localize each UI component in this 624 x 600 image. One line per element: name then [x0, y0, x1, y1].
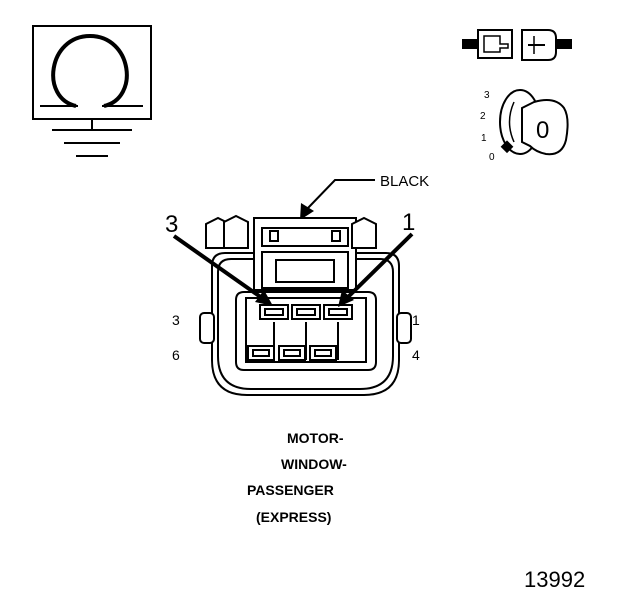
connector-caption: MOTOR- WINDOW- PASSENGER (EXPRESS)	[247, 430, 347, 525]
terminal-4	[309, 345, 337, 361]
terminal-2	[291, 304, 321, 320]
callout-arrow-1	[338, 232, 414, 307]
color-callout: BLACK	[300, 173, 429, 220]
terminal-3	[259, 304, 289, 320]
figure-number: 13992	[524, 567, 585, 592]
disconnected-connector-icon	[462, 29, 572, 61]
terminal-1	[323, 304, 353, 320]
caption-line-1: MOTOR-	[287, 430, 344, 446]
terminal-5	[278, 345, 306, 361]
connector-terminals	[247, 304, 353, 361]
ohmmeter-with-ground-icon	[32, 25, 152, 157]
ignition-position-0: 0	[489, 152, 495, 163]
ignition-switch-icon: 0 3 2 1 0	[480, 89, 569, 163]
ignition-position-2: 2	[480, 111, 486, 122]
caption-line-3: PASSENGER	[247, 482, 334, 498]
connector-color-label: BLACK	[380, 173, 429, 190]
callout-label-1: 1	[402, 209, 415, 236]
terminal-6	[247, 345, 275, 361]
ignition-key-label: 0	[536, 117, 549, 144]
ignition-position-3: 3	[484, 90, 490, 101]
callout-arrow-3	[172, 234, 273, 306]
callout-label-3: 3	[165, 211, 178, 238]
pin-label-4: 4	[412, 347, 420, 363]
pin-label-1: 1	[412, 312, 420, 328]
ignition-position-1: 1	[481, 133, 487, 144]
pin-label-6: 6	[172, 347, 180, 363]
pin-label-3: 3	[172, 312, 180, 328]
caption-line-4: (EXPRESS)	[256, 509, 331, 525]
caption-line-2: WINDOW-	[281, 456, 347, 472]
